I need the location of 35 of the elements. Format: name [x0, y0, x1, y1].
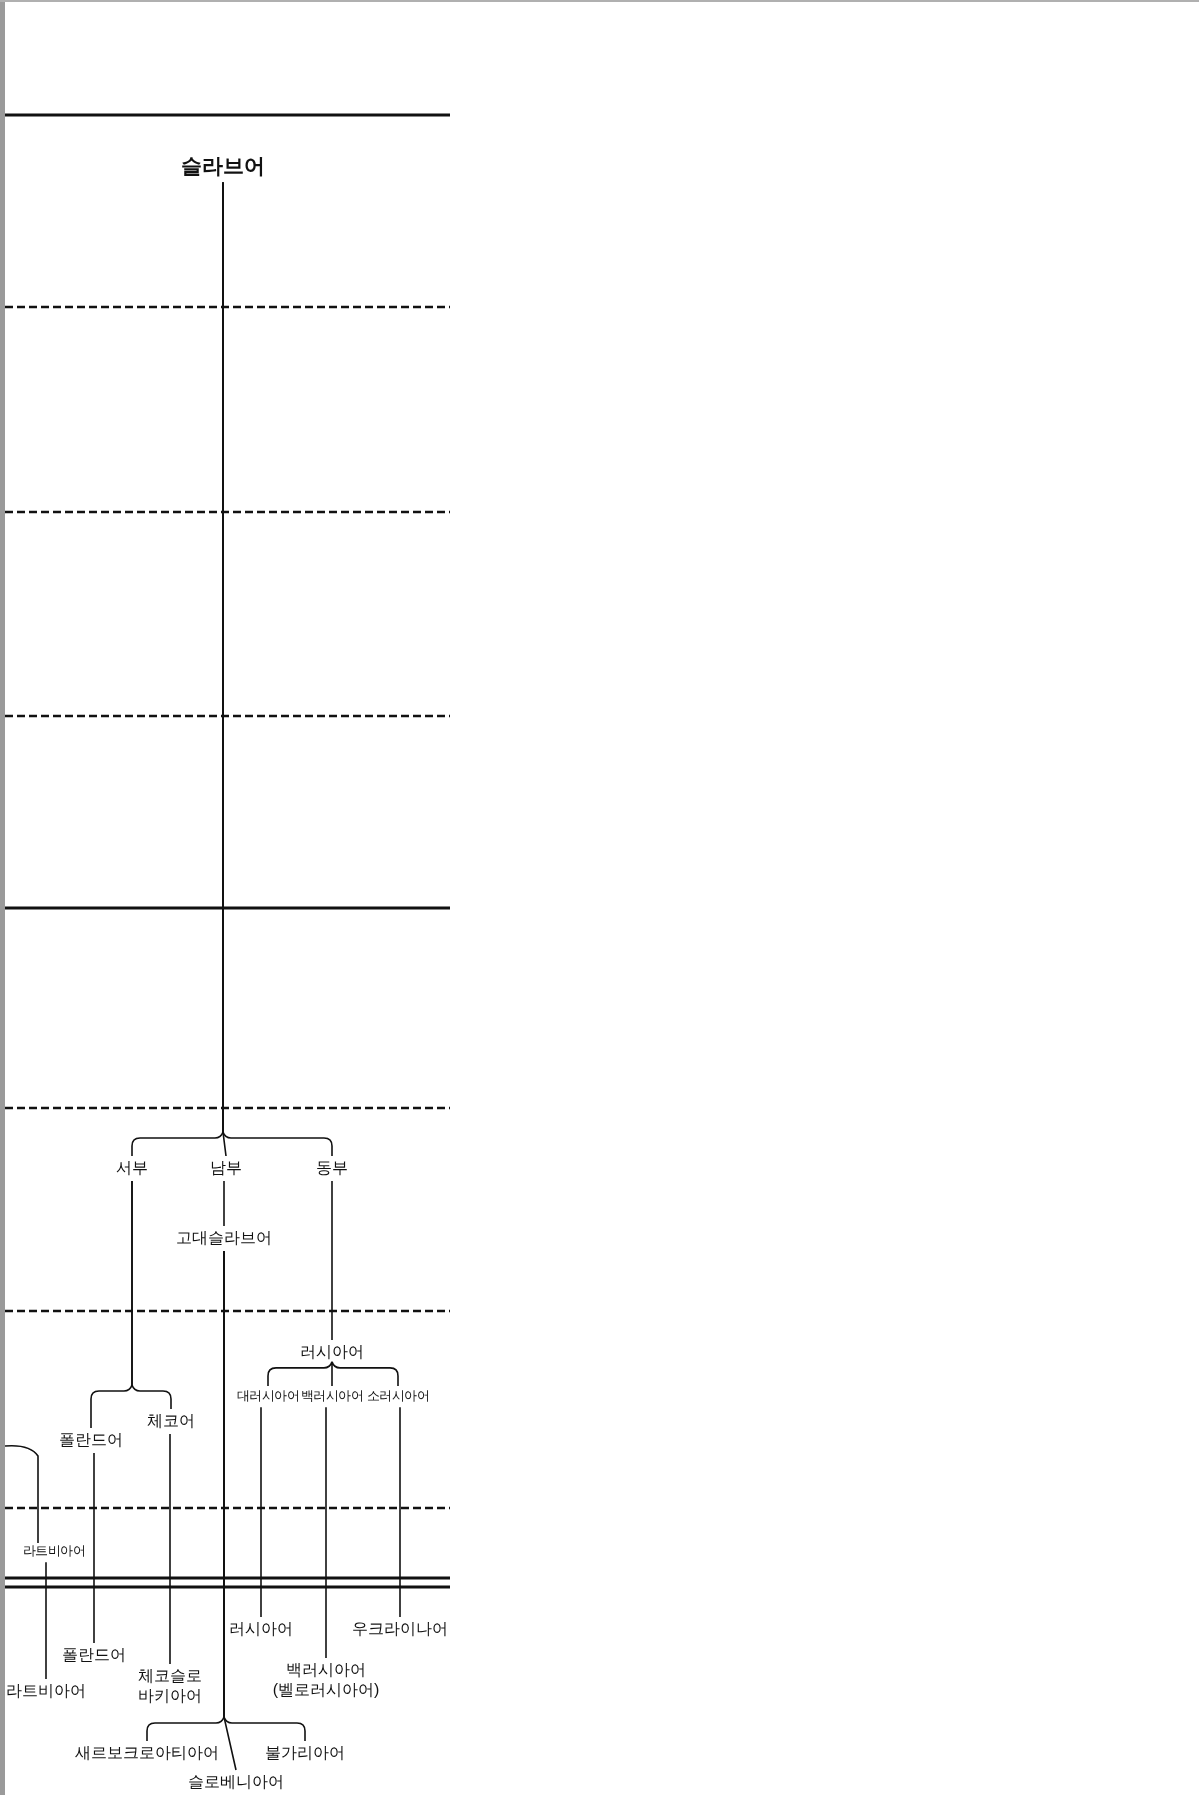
tree-line — [331, 1180, 333, 1341]
tree-line — [169, 1433, 171, 1665]
tree-line — [45, 1561, 47, 1680]
tree-line — [4, 1444, 39, 1544]
language-label: 라트비아어 — [6, 1681, 86, 1701]
tree-line — [223, 1250, 237, 1771]
language-label: 폴란드어 — [62, 1645, 126, 1665]
language-label: 소러시아어 — [366, 1387, 430, 1405]
tree-line — [223, 1180, 225, 1227]
title-label: 슬라브어 — [181, 152, 265, 180]
tree-line — [331, 1361, 399, 1387]
language-label: 백러시아어 — [300, 1387, 364, 1405]
language-label: 폴란드어 — [59, 1430, 123, 1450]
tree-line — [260, 1406, 262, 1618]
tree-line — [399, 1406, 401, 1618]
tree-line — [93, 1452, 95, 1644]
tree-line — [222, 181, 333, 1157]
language-label: 라트비아어 — [22, 1542, 86, 1560]
language-label: 새르보크로아티아어 — [75, 1743, 219, 1763]
language-label: 러시아어 — [229, 1619, 293, 1639]
language-label: 슬로베니아어 — [188, 1772, 284, 1792]
language-label: 대러시아어 — [236, 1387, 300, 1405]
language-label: 러시아어 — [300, 1342, 364, 1362]
language-label: 우크라이나어 — [352, 1619, 448, 1639]
language-label: 고대슬라브어 — [176, 1228, 272, 1248]
tree-line — [131, 1180, 172, 1410]
tree-line — [267, 1361, 333, 1387]
language-label: 남부 — [210, 1158, 242, 1178]
language-label: 체코슬로바키아어 — [137, 1666, 203, 1706]
language-label: 불가리아어 — [265, 1743, 345, 1763]
language-label: 체코어 — [147, 1411, 195, 1431]
language-label: 동부 — [316, 1158, 348, 1178]
language-label: 백러시아어 (벨로러시아어) — [270, 1660, 382, 1700]
tree-line — [325, 1406, 327, 1659]
language-label: 서부 — [116, 1158, 148, 1178]
